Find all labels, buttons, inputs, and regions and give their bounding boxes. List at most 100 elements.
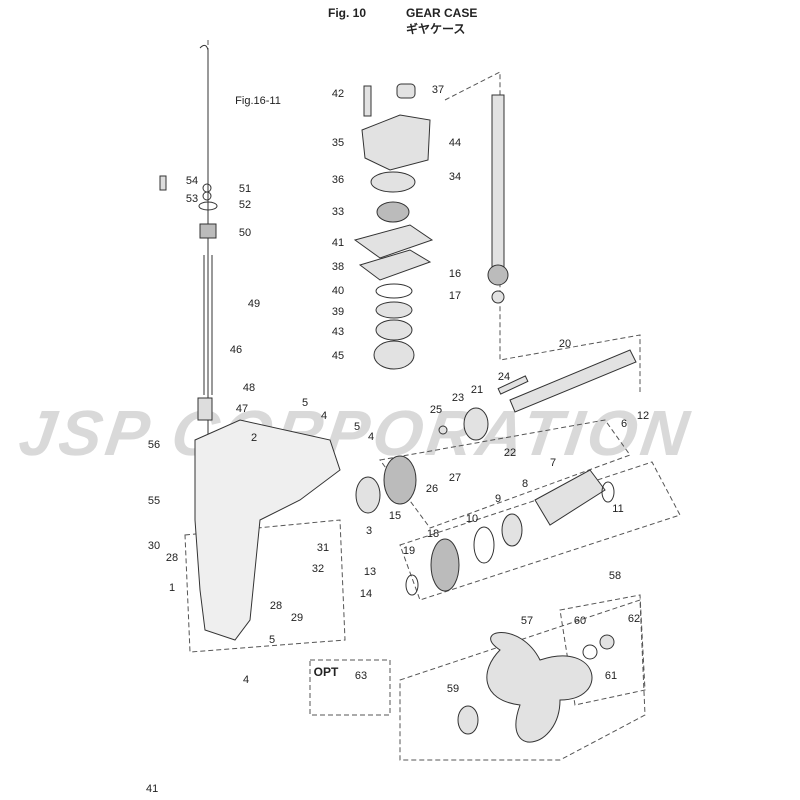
callout-63: 63	[354, 670, 368, 682]
bearing-43	[375, 319, 413, 341]
callout-18: 18	[426, 528, 440, 540]
callout-6: 6	[620, 418, 628, 430]
callout-58: 58	[608, 570, 622, 582]
callout-29: 29	[290, 612, 304, 624]
callout-40: 40	[331, 285, 345, 297]
callout-30: 30	[147, 540, 161, 552]
callout-45: 45	[331, 350, 345, 362]
callout-3: 3	[365, 525, 373, 537]
callout-5: 5	[301, 397, 309, 409]
propeller-shaft-20	[509, 349, 637, 413]
opt-box	[309, 659, 391, 716]
callout-39: 39	[331, 306, 345, 318]
gear-case-1	[194, 419, 341, 641]
bolt-54	[159, 175, 167, 191]
clutch-21	[463, 407, 489, 441]
spacer-59	[457, 705, 479, 735]
callout-53: 53	[185, 193, 199, 205]
callout-37: 37	[431, 84, 445, 96]
callout-19: 19	[402, 545, 416, 557]
callout-4: 4	[367, 431, 375, 443]
shim-17	[491, 290, 505, 304]
callout-49: 49	[247, 298, 261, 310]
callout-33: 33	[331, 206, 345, 218]
callout-56: 56	[147, 439, 161, 451]
opt-label: OPT	[313, 665, 339, 679]
callout-34: 34	[448, 171, 462, 183]
gasket-41	[353, 224, 434, 259]
grommet-37	[396, 83, 416, 99]
forward-gear-15	[383, 455, 417, 505]
reverse-gear-18	[430, 538, 460, 592]
pin-25	[438, 425, 448, 435]
callout-2: 2	[250, 432, 258, 444]
outer-plate-38	[358, 249, 432, 281]
seal-39	[375, 301, 413, 319]
bearing-45	[373, 340, 415, 370]
washer-60	[582, 644, 598, 660]
callout-7: 7	[549, 457, 557, 469]
callout-43: 43	[331, 326, 345, 338]
impeller-33	[376, 201, 410, 223]
callout-62: 62	[627, 613, 641, 625]
callout-5: 5	[353, 421, 361, 433]
propeller-shaft-housing-box	[379, 419, 631, 529]
callout-46: 46	[229, 344, 243, 356]
callout-13: 13	[363, 566, 377, 578]
figure-title: GEAR CASE	[406, 6, 478, 20]
callout-12: 12	[636, 410, 650, 422]
bearing-3	[355, 476, 381, 514]
callout-15: 15	[388, 510, 402, 522]
bearing-9	[501, 513, 523, 547]
callout-47: 47	[235, 403, 249, 415]
callout-20: 20	[558, 338, 572, 350]
callout-22: 22	[503, 447, 517, 459]
callout-48: 48	[242, 382, 256, 394]
callout-50: 50	[238, 227, 252, 239]
callout-5: 5	[268, 634, 276, 646]
o-ring-10	[473, 526, 495, 564]
callout-28: 28	[269, 600, 283, 612]
callout-57: 57	[520, 615, 534, 627]
page-number: 41	[146, 783, 159, 795]
shift-rod	[197, 44, 213, 460]
figure-number: Fig. 10	[328, 6, 367, 20]
callout-42: 42	[331, 88, 345, 100]
callout-9: 9	[494, 493, 502, 505]
callout-36: 36	[331, 174, 345, 186]
callout-24: 24	[497, 371, 511, 383]
o-ring-51	[202, 183, 212, 193]
callout-54: 54	[185, 175, 199, 187]
callout-28: 28	[165, 552, 179, 564]
nut-61	[599, 634, 615, 650]
shim-19	[405, 574, 419, 596]
propeller-57	[486, 632, 593, 743]
callout-11: 11	[612, 503, 624, 515]
callout-32: 32	[311, 563, 325, 575]
o-ring-52	[198, 201, 218, 211]
callout-14: 14	[359, 588, 373, 600]
callout-4: 4	[242, 674, 250, 686]
callout-59: 59	[446, 683, 460, 695]
callout-27: 27	[448, 472, 462, 484]
callout-21: 21	[470, 384, 484, 396]
callout-26: 26	[425, 483, 439, 495]
callout-8: 8	[521, 478, 529, 490]
callout-55: 55	[147, 495, 161, 507]
bearing-housing-7	[534, 469, 606, 526]
callout-31: 31	[316, 542, 330, 554]
callout-38: 38	[331, 261, 345, 273]
callout-35: 35	[331, 137, 345, 149]
callout-17: 17	[448, 290, 462, 302]
callout-60: 60	[573, 615, 587, 627]
spring-24	[497, 375, 529, 395]
callout-51: 51	[238, 183, 252, 195]
callout-10: 10	[465, 513, 479, 525]
reference-fig-16-11: Fig.16-11	[235, 95, 281, 107]
water-pump-group-line	[444, 71, 641, 392]
callout-61: 61	[604, 670, 618, 682]
callout-25: 25	[429, 404, 443, 416]
callout-52: 52	[238, 199, 252, 211]
pump-housing-35	[361, 114, 431, 171]
